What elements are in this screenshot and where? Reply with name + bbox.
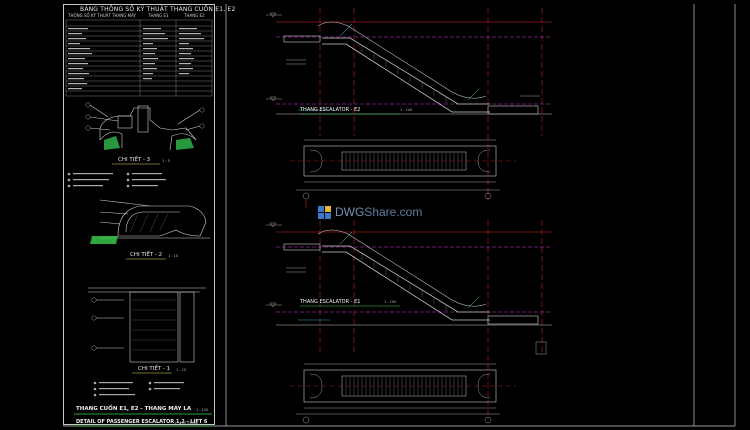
escalator-e1-title: THANG ESCALATOR - E1 (300, 299, 361, 305)
detail-2-scale: 1 : 10 (168, 254, 179, 258)
escalator-e2-scale: 1 : 100 (400, 108, 413, 112)
sheet-title-en-scale: 1 : 100 SCALE (174, 421, 199, 425)
sheet-title-en: DETAIL OF PASSENGER ESCALATOR 1,2 - LIFT… (76, 419, 208, 425)
specification-panel (63, 4, 215, 425)
detail-3-drawing (89, 104, 201, 151)
escalator-e2-elevation (266, 8, 552, 208)
detail-1-scale: 1 : 10 (176, 368, 187, 372)
escalator-e1-scale: 1 : 100 (384, 300, 397, 304)
watermark-text: DWGShare.com (335, 205, 423, 219)
detail-2-label: CHI TIẾT - 2 (130, 252, 163, 258)
spec-table (65, 19, 213, 97)
detail-1-drawing (88, 287, 206, 363)
table-head-spec: THÔNG SỐ KỸ THUẬT THANG MÁY (68, 13, 136, 18)
detail-2-drawing (99, 199, 210, 239)
watermark: DWGShare.com (318, 205, 422, 219)
detail-3-scale: 1 : 5 (162, 159, 170, 163)
escalator-e2-title: THANG ESCALATOR - E2 (300, 107, 361, 113)
table-title: BẢNG THÔNG SỐ KỸ THUẬT THANG CUỐN E1, E2 (80, 6, 236, 13)
detail-1-label: CHI TIẾT - 1 (138, 366, 171, 372)
table-head-e2: THANG E2 (184, 13, 205, 18)
table-head-e1: THANG E1 (148, 13, 169, 18)
escalator-e1-elevation (266, 220, 552, 424)
e1-step-hatch (345, 377, 463, 395)
sheet-title-vn: THANG CUỐN E1, E2 - THANG MÁY LA (76, 406, 192, 412)
detail-3-label: CHI TIẾT - 3 (118, 157, 151, 163)
e2-step-hatch (345, 153, 463, 169)
dwgshare-logo-icon (318, 205, 332, 219)
sheet-title-vn-scale: 1 : 100 (196, 408, 209, 412)
